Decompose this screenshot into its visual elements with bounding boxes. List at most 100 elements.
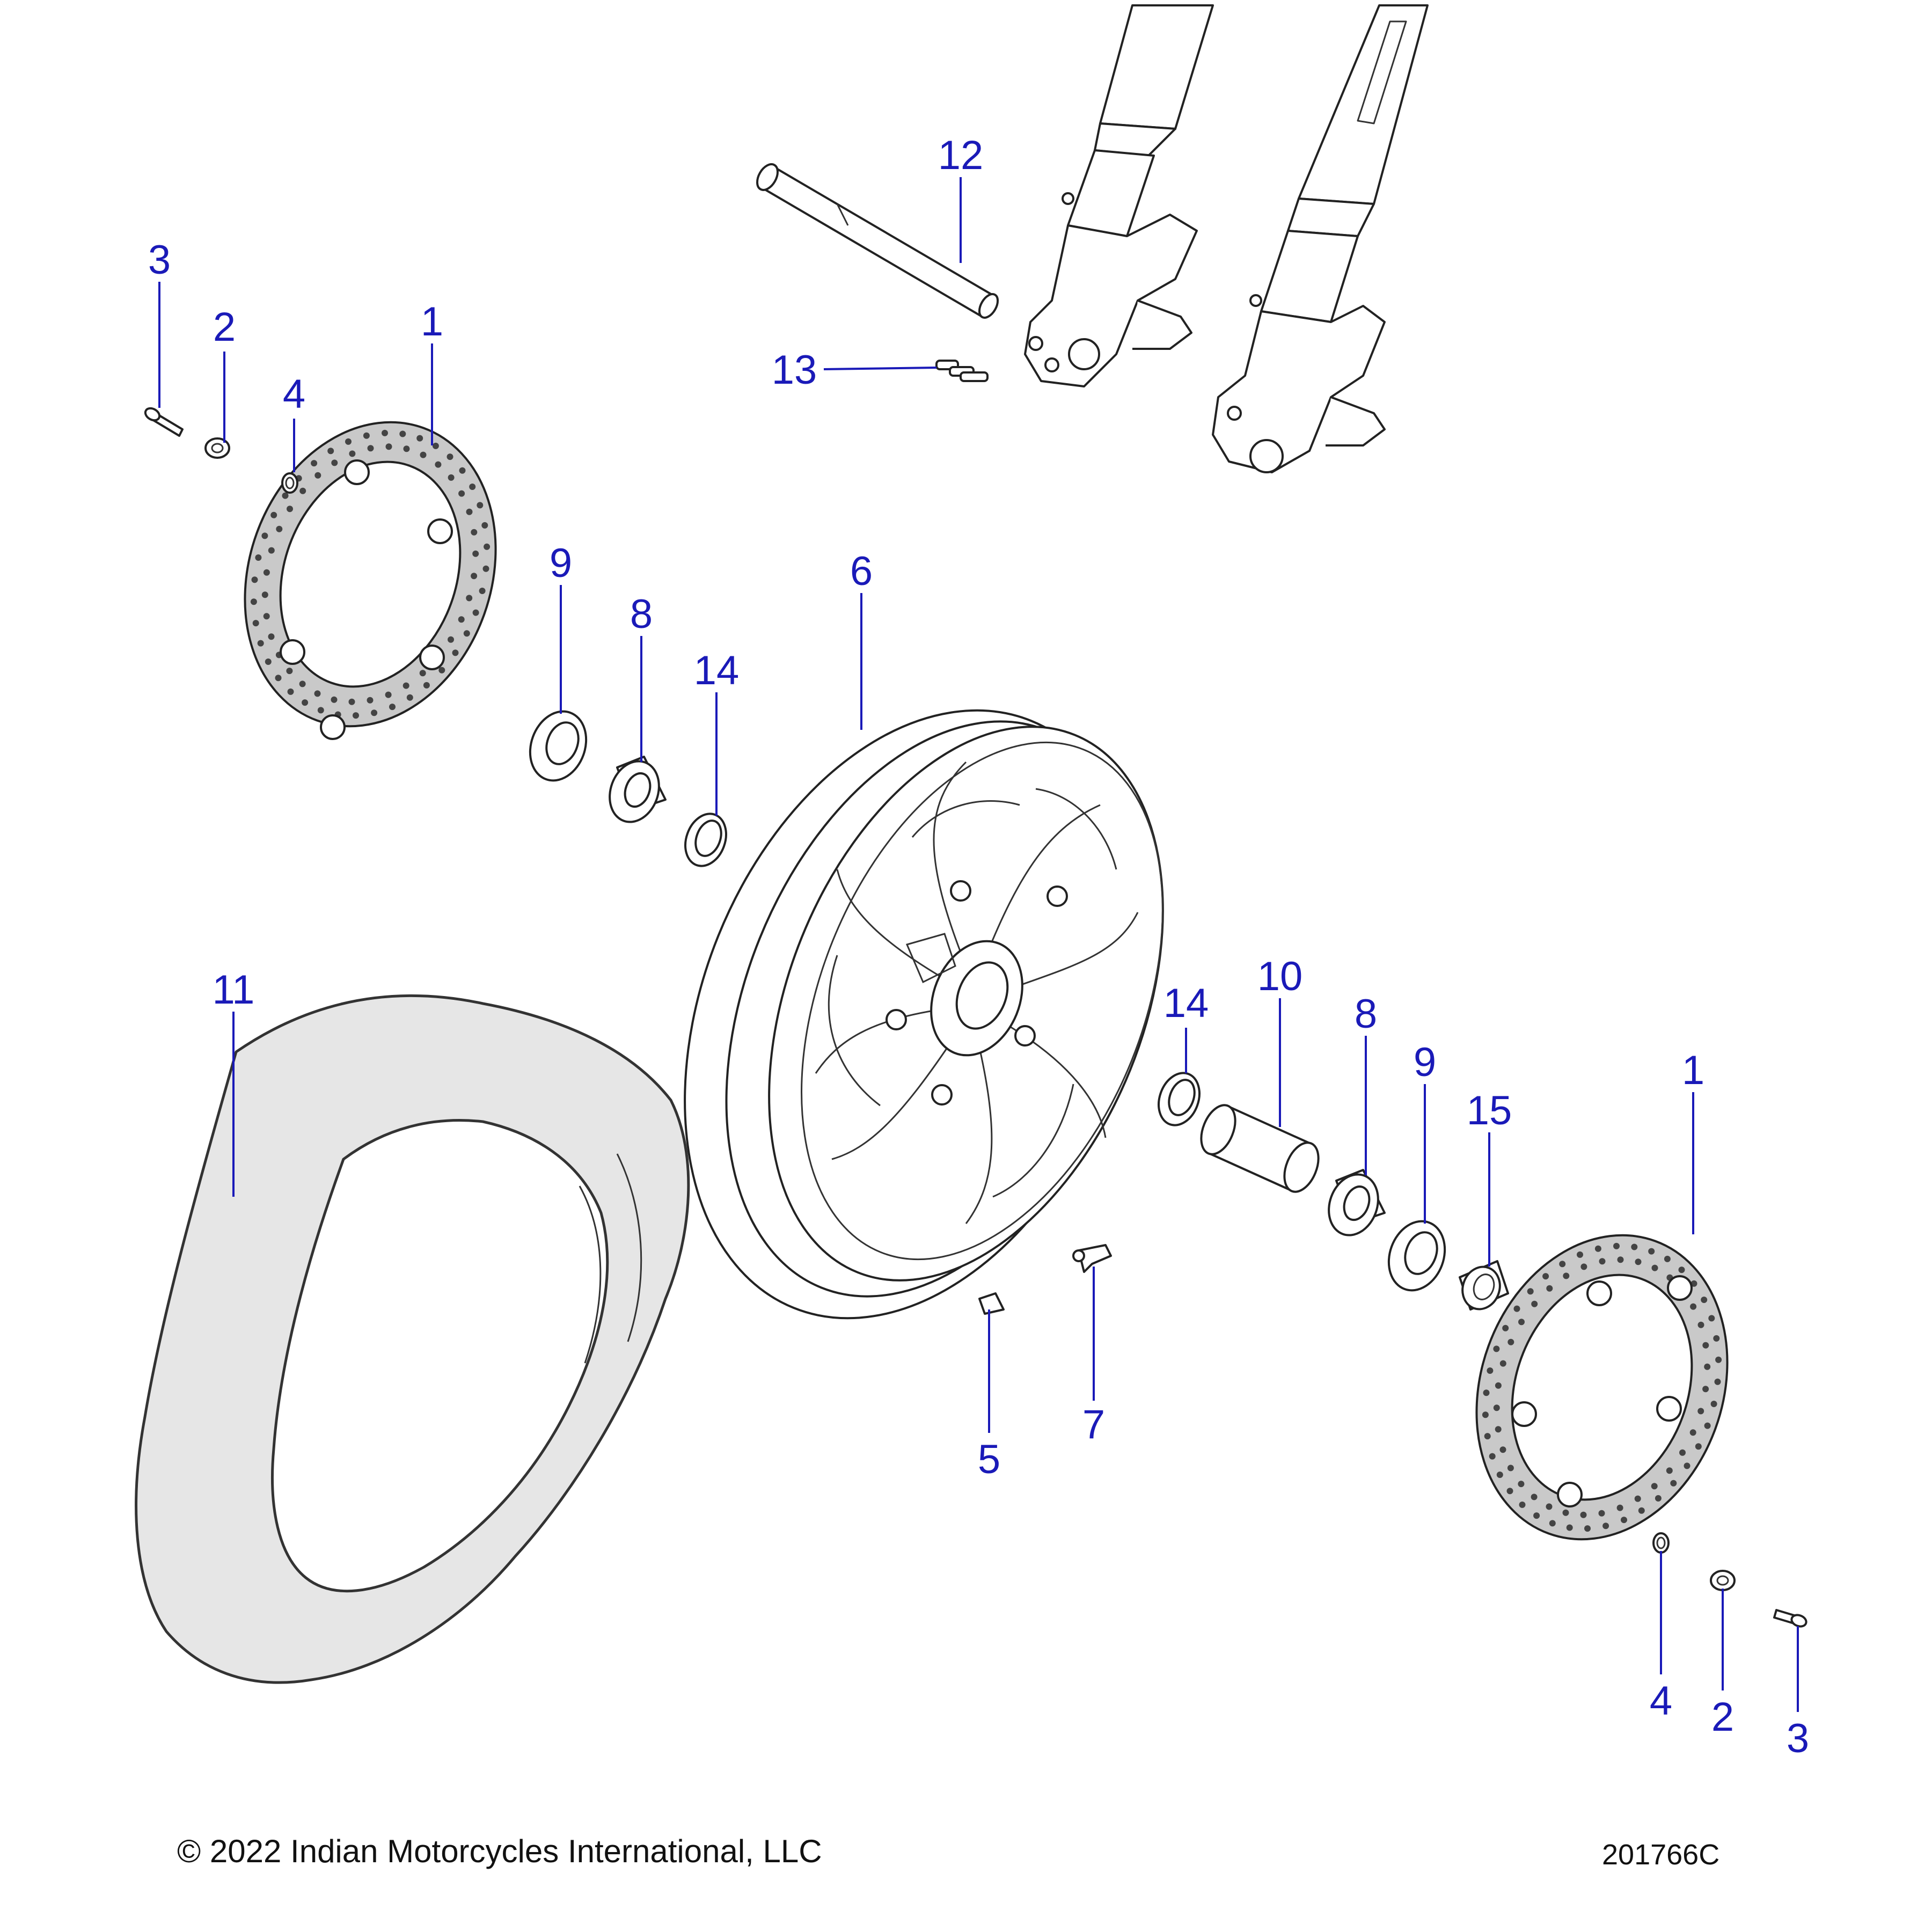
seal-right bbox=[1387, 1220, 1446, 1292]
rotor-hole bbox=[1664, 1255, 1671, 1262]
leader-lines bbox=[158, 177, 1799, 1712]
rotor-hole bbox=[353, 712, 359, 719]
rotor-hole bbox=[1695, 1443, 1702, 1450]
rotor-hole bbox=[1527, 1288, 1534, 1295]
rotor-hole bbox=[1697, 1321, 1704, 1328]
rotor-hole bbox=[287, 688, 294, 695]
callout-7: 7 bbox=[1082, 1402, 1105, 1447]
rotor-hole bbox=[472, 550, 479, 557]
rotor-hole bbox=[302, 699, 309, 706]
rotor-hole bbox=[1580, 1263, 1587, 1270]
rotor-hole bbox=[1513, 1305, 1520, 1312]
rotor-hole bbox=[1708, 1315, 1715, 1322]
callout-15: 15 bbox=[1467, 1088, 1512, 1133]
rotor-hole bbox=[255, 554, 262, 561]
rotor-hole bbox=[1701, 1297, 1708, 1303]
rotor-hole bbox=[452, 649, 459, 656]
rotor-hole bbox=[1507, 1338, 1514, 1345]
rotor-hole bbox=[1702, 1386, 1709, 1393]
rotor-hole bbox=[263, 569, 270, 576]
callout-2-left: 2 bbox=[213, 304, 236, 350]
rotor-hole bbox=[1493, 1404, 1500, 1411]
rotor-hole bbox=[367, 445, 374, 452]
callout-2-right: 2 bbox=[1711, 1694, 1734, 1740]
rotor-hole bbox=[299, 680, 306, 687]
rotor-hole bbox=[1562, 1509, 1569, 1516]
rotor-hole bbox=[250, 598, 257, 605]
rotor-hole bbox=[447, 453, 453, 460]
rotor-hole bbox=[371, 709, 378, 716]
bearing-left bbox=[609, 756, 667, 823]
rotor-hole bbox=[1546, 1285, 1553, 1292]
callout-8-left: 8 bbox=[630, 591, 653, 637]
rotor-hole bbox=[1598, 1510, 1605, 1517]
rotor-hole bbox=[263, 613, 270, 620]
rotor-hole bbox=[466, 508, 473, 515]
bushing-15 bbox=[1459, 1260, 1509, 1311]
rotor-hole bbox=[1621, 1517, 1627, 1524]
rotor-hole bbox=[1651, 1264, 1658, 1271]
rotor-bolt-left bbox=[144, 407, 184, 437]
rotor-hole bbox=[1499, 1360, 1506, 1367]
spacer-washer-left bbox=[684, 813, 727, 867]
front-wheel bbox=[684, 709, 1164, 1320]
diagram-id: 201766C bbox=[1602, 1839, 1720, 1871]
callout-11: 11 bbox=[213, 967, 255, 1013]
rotor-hole bbox=[471, 573, 478, 580]
rotor-hole bbox=[1495, 1382, 1502, 1389]
rotor-hole bbox=[1599, 1258, 1606, 1265]
callout-14-right: 14 bbox=[1163, 980, 1209, 1026]
rotor-hole bbox=[1487, 1367, 1494, 1374]
rotor-hole bbox=[1566, 1524, 1573, 1531]
callout-9-left: 9 bbox=[550, 540, 572, 586]
rotor-hole bbox=[1502, 1324, 1509, 1331]
rotor-left-perforations bbox=[250, 429, 491, 719]
rotor-hole bbox=[484, 543, 491, 550]
rotor-hole bbox=[1496, 1472, 1503, 1478]
callout-8-right: 8 bbox=[1355, 991, 1377, 1037]
rotor-hole bbox=[1549, 1520, 1556, 1527]
rotor-hole bbox=[1690, 1303, 1697, 1310]
rotor-hole bbox=[1584, 1525, 1591, 1532]
front-axle bbox=[756, 163, 999, 319]
rotor-hole bbox=[471, 529, 478, 536]
rotor-hole bbox=[1533, 1512, 1540, 1519]
rotor-hole bbox=[314, 690, 321, 697]
rotor-hole bbox=[265, 658, 272, 665]
rotor-hole bbox=[1613, 1242, 1620, 1249]
rotor-hole bbox=[1594, 1245, 1601, 1252]
rotor-hole bbox=[1495, 1426, 1502, 1433]
rotor-hole bbox=[349, 450, 356, 457]
rotor-hole bbox=[482, 565, 489, 572]
rotor-hole bbox=[403, 445, 410, 452]
rotor-washer-left bbox=[204, 437, 230, 459]
rotor-hole bbox=[299, 487, 306, 494]
callout-4-left: 4 bbox=[283, 371, 305, 417]
balance-weight bbox=[978, 1292, 1005, 1315]
rotor-hole bbox=[1506, 1488, 1513, 1495]
rotor-hole bbox=[402, 682, 409, 689]
spacer-washer-right bbox=[1158, 1072, 1201, 1126]
rotor-hole bbox=[1531, 1300, 1538, 1307]
brake-rotor-right bbox=[1475, 1234, 1729, 1541]
callout-1-left: 1 bbox=[421, 299, 443, 345]
rotor-hole bbox=[477, 502, 484, 509]
bearing-right bbox=[1328, 1169, 1386, 1236]
rotor-hole bbox=[1542, 1273, 1549, 1280]
rotor-hole bbox=[1704, 1422, 1711, 1429]
rotor-hole bbox=[1679, 1449, 1686, 1456]
rotor-hole bbox=[1519, 1501, 1526, 1508]
rotor-hole bbox=[416, 435, 423, 442]
rotor-hole bbox=[1493, 1345, 1500, 1352]
rotor-hole bbox=[1689, 1429, 1696, 1436]
callout-4-right: 4 bbox=[1650, 1678, 1672, 1724]
rotor-hole bbox=[1702, 1342, 1709, 1349]
rotor-hole bbox=[438, 667, 445, 674]
wheel-spokes bbox=[815, 761, 1139, 1224]
rotor-hole bbox=[1690, 1280, 1697, 1287]
rotor-hole bbox=[385, 691, 392, 698]
rotor-hole bbox=[420, 451, 427, 458]
rotor-hole bbox=[406, 694, 413, 701]
callout-9-right: 9 bbox=[1414, 1040, 1436, 1085]
rotor-hole bbox=[1483, 1389, 1490, 1396]
